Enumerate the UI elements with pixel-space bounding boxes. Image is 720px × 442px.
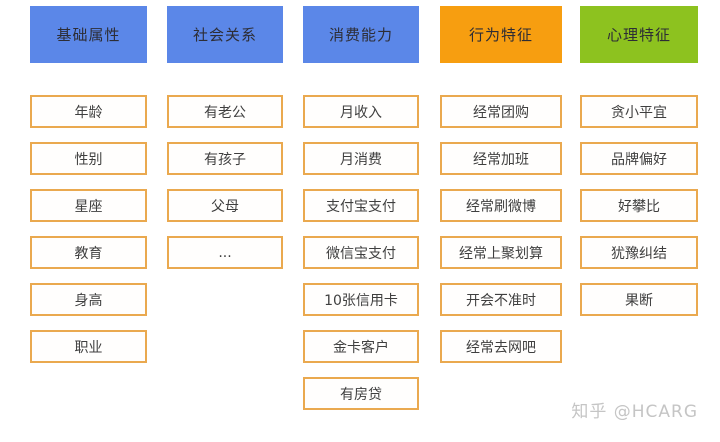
item-height: 身高: [30, 283, 147, 316]
item-bargain-seeking: 贪小平宜: [580, 95, 698, 128]
column-consumption-ability: 消费能力 月收入 月消费 支付宝支付 微信宝支付 10张信用卡 金卡客户 有房贷: [303, 6, 419, 424]
header-consumption-ability: 消费能力: [303, 6, 419, 63]
item-ellipsis: ...: [167, 236, 283, 269]
header-basic-attributes: 基础属性: [30, 6, 147, 63]
item-brand-preference: 品牌偏好: [580, 142, 698, 175]
column-psychological-traits: 心理特征 贪小平宜 品牌偏好 好攀比 犹豫纠结 果断: [580, 6, 698, 330]
item-age: 年龄: [30, 95, 147, 128]
item-monthly-income: 月收入: [303, 95, 419, 128]
item-alipay-payment: 支付宝支付: [303, 189, 419, 222]
persona-attribute-diagram: 基础属性 年龄 性别 星座 教育 身高 职业 社会关系 有老公 有孩子 父母 .…: [30, 6, 698, 424]
header-behavior-traits: 行为特征: [440, 6, 562, 63]
item-meeting-late: 开会不准时: [440, 283, 562, 316]
item-wechat-payment: 微信宝支付: [303, 236, 419, 269]
column-behavior-traits: 行为特征 经常团购 经常加班 经常刷微博 经常上聚划算 开会不准时 经常去网吧: [440, 6, 562, 377]
item-occupation: 职业: [30, 330, 147, 363]
item-gender: 性别: [30, 142, 147, 175]
item-decisive: 果断: [580, 283, 698, 316]
item-group-buying: 经常团购: [440, 95, 562, 128]
item-has-mortgage: 有房贷: [303, 377, 419, 410]
item-hesitant: 犹豫纠结: [580, 236, 698, 269]
column-social-relations: 社会关系 有老公 有孩子 父母 ...: [167, 6, 283, 283]
item-has-husband: 有老公: [167, 95, 283, 128]
item-has-children: 有孩子: [167, 142, 283, 175]
item-education: 教育: [30, 236, 147, 269]
item-gold-card-customer: 金卡客户: [303, 330, 419, 363]
item-juhuasuan: 经常上聚划算: [440, 236, 562, 269]
item-credit-cards: 10张信用卡: [303, 283, 419, 316]
zhihu-watermark: 知乎 @HCARG: [571, 402, 698, 422]
item-constellation: 星座: [30, 189, 147, 222]
item-internet-cafe: 经常去网吧: [440, 330, 562, 363]
header-social-relations: 社会关系: [167, 6, 283, 63]
item-parents: 父母: [167, 189, 283, 222]
item-monthly-spending: 月消费: [303, 142, 419, 175]
column-basic-attributes: 基础属性 年龄 性别 星座 教育 身高 职业: [30, 6, 147, 377]
item-comparison: 好攀比: [580, 189, 698, 222]
item-weibo-browsing: 经常刷微博: [440, 189, 562, 222]
item-overtime: 经常加班: [440, 142, 562, 175]
header-psychological-traits: 心理特征: [580, 6, 698, 63]
